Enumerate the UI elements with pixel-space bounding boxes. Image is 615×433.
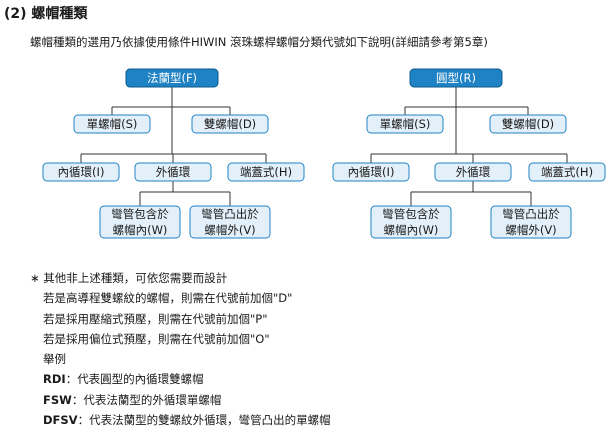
tree-2-root-node-label: 圓型(R) bbox=[436, 71, 476, 85]
tree-2-node-internal-circ: 內循環(I) bbox=[332, 162, 410, 182]
tree-1-node-double-nut: 雙螺帽(D) bbox=[191, 114, 269, 134]
tree-1-root-node-label: 法蘭型(F) bbox=[147, 71, 197, 85]
notes-title: 其他非上述種類，可依您需要而設計 bbox=[43, 271, 228, 285]
intro-text: 螺帽種類的選用乃依據使用條件HIWIN 滾珠螺桿螺帽分類代號如下說明(詳細請參考… bbox=[30, 35, 488, 49]
tree-2-node-endcap: 端蓋式(H) bbox=[528, 162, 606, 182]
tree-2-node-tube-outside-label: 彎管凸出於 bbox=[502, 207, 560, 221]
tree-1-node-internal-circ-label: 內循環(I) bbox=[58, 165, 105, 179]
tree-1-node-tube-outside-label: 螺帽外(V) bbox=[204, 223, 255, 237]
example-fsw: FSW：代表法蘭型的外循環單螺帽 bbox=[30, 390, 331, 410]
tree-2-node-endcap-label: 端蓋式(H) bbox=[541, 165, 593, 179]
tree-1-root-node-box bbox=[125, 68, 219, 88]
tree-1-root-node: 法蘭型(F) bbox=[125, 68, 219, 88]
tree-1-node-external-circ: 外循環 bbox=[134, 162, 212, 182]
tree-2-node-external-circ: 外循環 bbox=[434, 162, 512, 182]
example-dfsv: DFSV：代表法蘭型的雙螺紋外循環，彎管凸出的單螺帽 bbox=[30, 410, 331, 430]
tree-2-node-internal-circ-label: 內循環(I) bbox=[348, 165, 395, 179]
example-desc: 代表法蘭型的雙螺紋外循環，彎管凸出的單螺帽 bbox=[89, 413, 331, 428]
tree-1-node-internal-circ: 內循環(I) bbox=[42, 162, 120, 182]
tree-1-node-single-nut: 單螺帽(S) bbox=[73, 114, 151, 134]
example-rdi: RDI：代表圓型的內循環雙螺帽 bbox=[30, 369, 331, 389]
tree-1-node-double-nut-box bbox=[191, 114, 269, 134]
rule-compression-preload: 若是採用壓縮式預壓，則需在代號前加個"P" bbox=[43, 311, 268, 326]
tree-1-node-tube-inside-label: 螺帽內(W) bbox=[113, 223, 168, 237]
tree-1-node-single-nut-box bbox=[73, 114, 151, 134]
asterisk-mark: ∗ bbox=[30, 271, 40, 285]
tree-2-node-single-nut: 單螺帽(S) bbox=[366, 114, 444, 134]
example-desc: 代表法蘭型的外循環單螺帽 bbox=[83, 392, 222, 407]
tree-2-root-node-box bbox=[409, 68, 503, 88]
tree-1-node-endcap-label: 端蓋式(H) bbox=[240, 165, 292, 179]
tree-2-root-node: 圓型(R) bbox=[409, 68, 503, 88]
notes-title-line: ∗ 其他非上述種類，可依您需要而設計 bbox=[30, 268, 331, 288]
tree-2-node-endcap-box bbox=[528, 162, 606, 182]
tree-1-node-endcap-box bbox=[227, 162, 305, 182]
tree-2-node-external-circ-box bbox=[434, 162, 512, 182]
section-heading: (2) 螺帽種類 bbox=[4, 6, 88, 22]
example-separator: ： bbox=[71, 392, 84, 407]
tree-1-node-tube-inside-box bbox=[99, 205, 181, 239]
notes-block: ∗ 其他非上述種類，可依您需要而設計 若是高導程雙螺紋的螺帽，則需在代號前加個"… bbox=[30, 268, 331, 430]
tree-1-node-tube-inside-label: 彎管包含於 bbox=[111, 207, 169, 221]
example-desc: 代表圓型的內循環雙螺帽 bbox=[77, 372, 204, 387]
example-code: RDI bbox=[43, 372, 66, 387]
tree-1-node-internal-circ-box bbox=[42, 162, 120, 182]
tree-2-node-tube-outside-label: 螺帽外(V) bbox=[505, 223, 556, 237]
tree-1-node-tube-outside-box bbox=[189, 205, 271, 239]
example-separator: ： bbox=[65, 372, 78, 387]
example-label: 舉例 bbox=[43, 352, 66, 367]
tree-2-node-tube-outside-box bbox=[490, 205, 572, 239]
tree-nodes: 法蘭型(F) 單螺帽(S) 雙螺帽(D) 內循環(I) 外循環 端蓋式(H) 彎管包含於螺帽… bbox=[42, 68, 606, 239]
tree-1-node-double-nut-label: 雙螺帽(D) bbox=[204, 117, 256, 131]
example-separator: ： bbox=[77, 413, 90, 428]
tree-2-node-tube-inside-box bbox=[370, 205, 452, 239]
tree-2-node-double-nut-label: 雙螺帽(D) bbox=[502, 117, 554, 131]
example-code: DFSV bbox=[43, 413, 78, 428]
tree-2-node-tube-inside-label: 螺帽內(W) bbox=[384, 223, 439, 237]
tree-1-node-endcap: 端蓋式(H) bbox=[227, 162, 305, 182]
tree-2-node-double-nut-box bbox=[489, 114, 567, 134]
tree-2-node-double-nut: 雙螺帽(D) bbox=[489, 114, 567, 134]
tree-2-node-external-circ-label: 外循環 bbox=[456, 165, 491, 179]
tree-1-node-tube-outside-label: 彎管凸出於 bbox=[201, 207, 259, 221]
tree-1-node-single-nut-label: 單螺帽(S) bbox=[87, 117, 138, 131]
tree-2-node-internal-circ-box bbox=[332, 162, 410, 182]
tree-2-node-single-nut-box bbox=[366, 114, 444, 134]
tree-1-node-external-circ-box bbox=[134, 162, 212, 182]
example-code: FSW bbox=[43, 392, 72, 407]
rule-high-lead: 若是高導程雙螺紋的螺帽，則需在代號前加個"D" bbox=[43, 291, 293, 306]
tree-2-node-tube-inside-label: 彎管包含於 bbox=[382, 207, 440, 221]
connector-lines bbox=[80, 87, 568, 206]
tree-2-node-single-nut-label: 單螺帽(S) bbox=[380, 117, 431, 131]
rule-offset-preload: 若是採用偏位式預壓，則需在代號前加個"O" bbox=[43, 331, 270, 346]
tree-1-node-external-circ-label: 外循環 bbox=[156, 165, 191, 179]
